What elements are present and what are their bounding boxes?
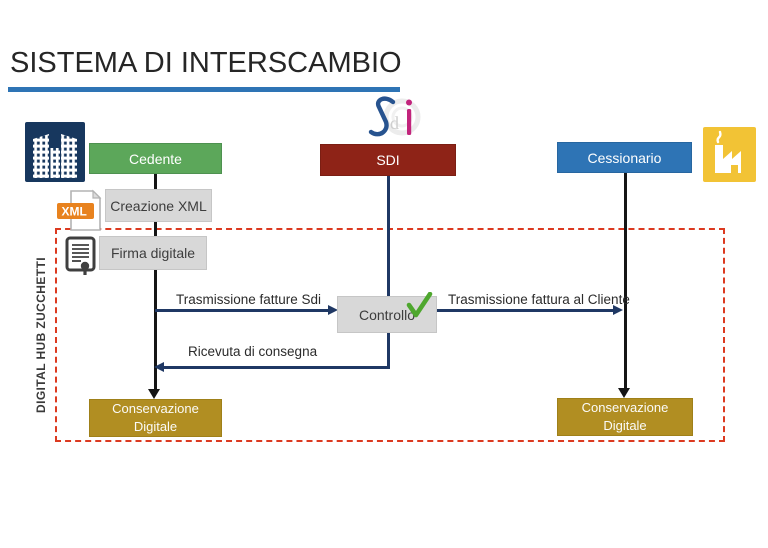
node-cedente: Cedente — [89, 143, 222, 174]
conservazione-digitale-left: Conservazione Digitale — [89, 399, 222, 437]
factory-icon — [703, 127, 756, 182]
conservazione-right-line2: Digitale — [603, 418, 647, 433]
buildings-icon — [25, 122, 85, 182]
conservazione-right-line1: Conservazione — [581, 399, 669, 415]
conservazione-left-line1: Conservazione — [112, 400, 199, 416]
flow-line-ricevuta — [160, 366, 390, 369]
flow-label-ricevuta-consegna: Ricevuta di consegna — [188, 344, 318, 359]
digital-hub-boundary — [55, 228, 725, 442]
xml-file-icon: XML — [57, 189, 102, 231]
conservazione-left-line2: Digitale — [133, 419, 178, 434]
connector-sdi-down — [387, 176, 390, 368]
title-underline — [8, 87, 400, 92]
step-controllo: Controllo — [337, 291, 437, 333]
step-firma-digitale-label: Firma digitale — [110, 245, 196, 261]
step-controllo-label: Controllo — [358, 306, 416, 323]
arrowhead-trasmissione-cliente — [613, 305, 623, 315]
arrowhead-ricevuta — [154, 362, 164, 372]
conservazione-digitale-right: Conservazione Digitale — [557, 398, 693, 436]
flow-label-trasmissione-sdi: Trasmissione fatture Sdi — [176, 292, 322, 307]
xml-badge-text: XML — [62, 205, 87, 219]
node-cedente-label: Cedente — [129, 150, 182, 167]
step-firma-digitale: Firma digitale — [99, 236, 207, 270]
arrowhead-trasmissione-sdi — [328, 305, 338, 315]
sdi-logo-icon: d — [368, 96, 421, 137]
node-cessionario-label: Cessionario — [587, 149, 662, 166]
digital-hub-label: DIGITAL HUB ZUCCHETTI — [34, 257, 48, 413]
node-sdi-label: SDI — [376, 152, 400, 168]
arrowhead-conservazione-right — [618, 388, 630, 398]
node-sdi: SDI — [320, 144, 456, 176]
check-icon — [406, 291, 433, 321]
signed-document-icon — [65, 236, 96, 275]
flow-line-trasmissione-cliente — [437, 309, 614, 312]
flow-line-trasmissione-sdi — [155, 309, 329, 312]
step-creazione-xml-label: Creazione XML — [110, 197, 207, 214]
node-cessionario: Cessionario — [557, 142, 692, 173]
connector-cedente-down — [154, 174, 157, 390]
svg-text:d: d — [390, 113, 399, 133]
flow-label-trasmissione-cliente: Trasmissione fattura al Cliente — [448, 292, 630, 307]
arrowhead-conservazione-left — [148, 389, 160, 399]
page-title: SISTEMA DI INTERSCAMBIO — [10, 47, 402, 79]
step-creazione-xml: Creazione XML — [105, 189, 212, 222]
connector-cessionario-down — [624, 172, 627, 388]
